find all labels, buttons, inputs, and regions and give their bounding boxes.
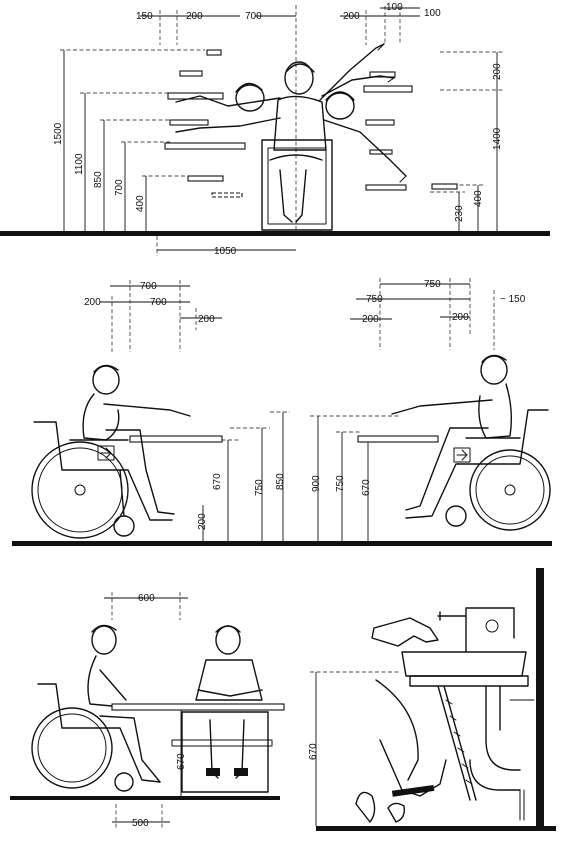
armrest-arrow-icon bbox=[453, 447, 471, 463]
dim-label: 200 bbox=[197, 513, 208, 530]
dim-label: 400 bbox=[473, 190, 484, 207]
caster-wheel bbox=[445, 505, 467, 527]
dim-label: 230 bbox=[454, 205, 465, 222]
dim-label: 750 bbox=[366, 294, 383, 305]
dim-label: 850 bbox=[93, 171, 104, 188]
dim-label: 200 bbox=[362, 314, 379, 325]
dim-label: 750 bbox=[254, 479, 265, 496]
dim-label: 1100 bbox=[74, 153, 85, 175]
caster-wheel bbox=[114, 772, 134, 792]
dim-label: 200 bbox=[186, 11, 203, 22]
dim-label: 1050 bbox=[214, 246, 237, 257]
dim-label: 700 bbox=[140, 281, 157, 292]
dim-label: 670 bbox=[308, 743, 319, 760]
dim-label: 150 bbox=[136, 11, 153, 22]
reaching-figure bbox=[175, 43, 407, 231]
floor-line bbox=[12, 541, 552, 546]
dim-label: 750 bbox=[335, 475, 346, 492]
wheel-fragment bbox=[355, 791, 406, 823]
caster-wheel bbox=[113, 515, 135, 537]
wheelchair-user-front bbox=[171, 625, 273, 793]
dim-label: 200 bbox=[492, 63, 503, 80]
right-height-dims: 200 1400 230 400 bbox=[430, 51, 505, 231]
dim-label: 200 bbox=[84, 297, 101, 308]
armrest-arrow-icon bbox=[97, 445, 115, 461]
panel-dining: 600 670 500 bbox=[10, 592, 285, 829]
dim-label: 700 bbox=[114, 179, 125, 196]
wheel bbox=[31, 441, 129, 539]
right-table-height-dims: 900 750 670 bbox=[310, 415, 400, 541]
right-table-top-dims: 750 750 ~ 150 200 200 bbox=[350, 278, 526, 350]
floor-line bbox=[316, 826, 556, 831]
reach-shelves bbox=[164, 49, 458, 198]
dim-label: 200 bbox=[452, 312, 469, 323]
dim-label: 700 bbox=[245, 11, 262, 22]
wheel bbox=[469, 449, 551, 531]
table-top-right bbox=[357, 435, 439, 443]
wheelchair-user-right bbox=[391, 354, 551, 531]
drain-pipe bbox=[485, 685, 521, 771]
panel-sink: 670 bbox=[308, 568, 556, 831]
dim-label: 1500 bbox=[53, 122, 64, 145]
dim-label: 100 bbox=[424, 8, 441, 19]
leg bbox=[379, 739, 447, 797]
dim-label: 700 bbox=[150, 297, 167, 308]
knee bbox=[375, 679, 419, 781]
sink-basin bbox=[401, 607, 535, 821]
dim-label: 200 bbox=[343, 11, 360, 22]
sink-bracket bbox=[437, 685, 477, 801]
left-table-top-dims: 700 200 700 200 bbox=[84, 280, 222, 352]
panel-reach-ranges: 150 200 700 200 100 100 1500 1100 850 70… bbox=[0, 2, 550, 257]
dining-table bbox=[111, 703, 285, 711]
shoe-sole bbox=[391, 784, 435, 797]
dim-label: 670 bbox=[212, 473, 223, 490]
dim-label: 1400 bbox=[492, 127, 503, 150]
dim-label: 670 bbox=[361, 479, 372, 496]
panel-table-reach: 700 200 700 200 670 750 850 200 bbox=[12, 278, 552, 546]
left-height-dims: 1500 1100 850 700 400 bbox=[53, 49, 205, 231]
dim-label: 500 bbox=[132, 818, 149, 829]
dim-label: 100 bbox=[386, 2, 403, 13]
floor-line bbox=[10, 796, 280, 800]
dim-label: 750 bbox=[424, 279, 441, 290]
hand bbox=[371, 617, 439, 647]
faucet bbox=[465, 607, 515, 653]
dim-label: 200 bbox=[198, 314, 215, 325]
left-table-height-dims: 670 750 850 200 bbox=[197, 411, 290, 541]
sink-user bbox=[355, 617, 447, 823]
dim-label: 600 bbox=[138, 593, 155, 604]
wheel bbox=[31, 707, 113, 789]
dim-label: ~ 150 bbox=[500, 294, 526, 305]
wheelchair-user-side bbox=[31, 624, 161, 792]
table-top-left bbox=[129, 435, 223, 443]
dim-label: 900 bbox=[311, 475, 322, 492]
dim-label: 850 bbox=[275, 473, 286, 490]
floor-line bbox=[0, 231, 550, 236]
wall bbox=[536, 568, 544, 830]
wheelchair-user-left bbox=[31, 364, 191, 539]
dim-label: 400 bbox=[135, 195, 146, 212]
